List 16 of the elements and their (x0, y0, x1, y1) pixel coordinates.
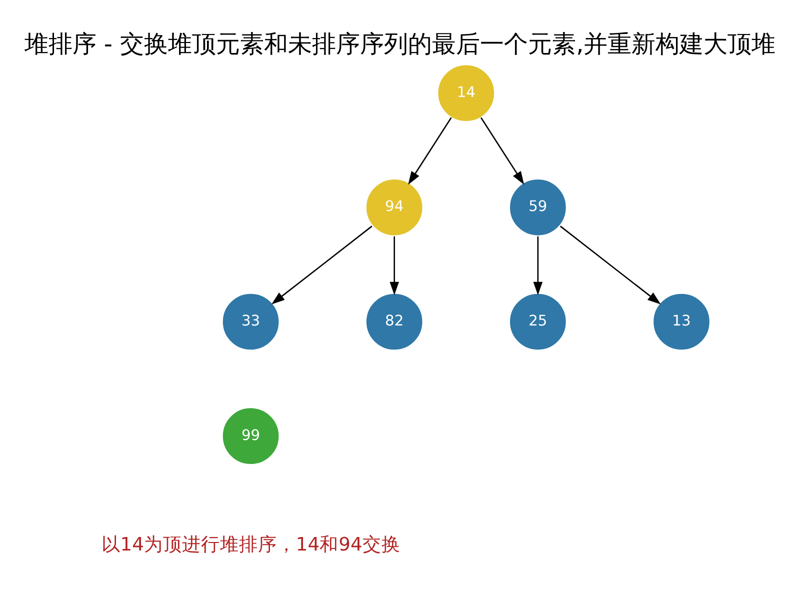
node-circle: 25 (508, 292, 568, 351)
arrow (390, 236, 399, 295)
diagram-title: 堆排序 - 交换堆顶元素和未排序序列的最后一个元素,并重新构建大顶堆 (24, 29, 776, 58)
node-circle: 59 (508, 178, 568, 236)
label: 以14为顶进行堆排序，14和94交换 (101, 534, 400, 556)
arrow (271, 225, 372, 304)
node-circle: 33 (222, 292, 280, 351)
arrow (560, 225, 661, 304)
arrow (408, 116, 452, 184)
node-circle: 94 (365, 178, 424, 236)
node-circle: 82 (365, 292, 424, 351)
node-circle: 13 (652, 292, 711, 351)
node-circle: 14 (436, 63, 496, 122)
arrow (533, 236, 543, 295)
node-circle: 99 (222, 406, 280, 465)
arrow (480, 116, 524, 184)
